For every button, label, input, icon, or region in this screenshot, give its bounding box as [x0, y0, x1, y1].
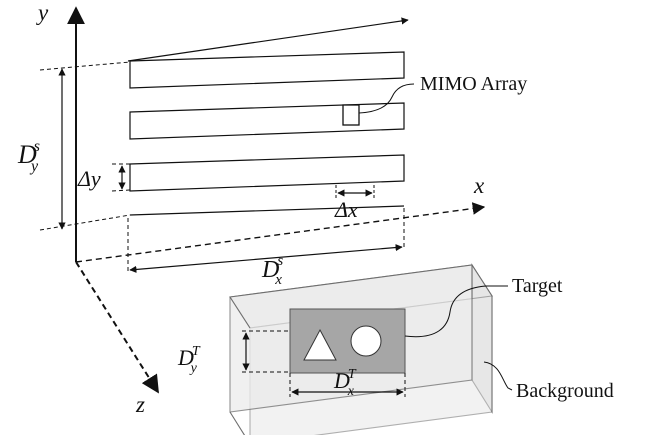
- dim-dxt: [289, 373, 406, 397]
- scan-strip-3: [129, 154, 405, 192]
- mimo-array-element: [342, 104, 360, 126]
- target-plate: [289, 308, 406, 374]
- dim-delta-x: [335, 185, 375, 200]
- scan-strip-2: [129, 102, 405, 140]
- triangle-shape: [303, 328, 337, 361]
- scan-strip-1: [129, 51, 405, 89]
- background-leader-line: [483, 361, 513, 391]
- scan-strips: [129, 51, 405, 216]
- scan-strip-bottom-edge: [129, 205, 405, 216]
- delta-y-label: Δy: [77, 166, 101, 191]
- z-axis-label: z: [135, 392, 145, 417]
- scan-trace-arrow: [127, 17, 409, 62]
- mimo-leader-line: [358, 83, 415, 114]
- mimo-array-label: MIMO Array: [420, 73, 527, 95]
- background-label: Background: [516, 380, 614, 402]
- delta-x-label: Δx: [334, 197, 358, 222]
- y-axis-label: y: [36, 0, 49, 25]
- dim-dys: [39, 61, 131, 231]
- target-leader-line: [404, 285, 508, 338]
- dim-delta-y: [111, 163, 131, 192]
- axes: y x z: [36, 0, 486, 417]
- target-label: Target: [512, 275, 563, 297]
- x-axis-label: x: [473, 173, 485, 198]
- dim-dxs: [127, 208, 405, 274]
- x-axis: [75, 202, 486, 263]
- z-axis: [75, 261, 159, 394]
- dim-dyt: [242, 330, 290, 373]
- circle-shape: [350, 325, 382, 357]
